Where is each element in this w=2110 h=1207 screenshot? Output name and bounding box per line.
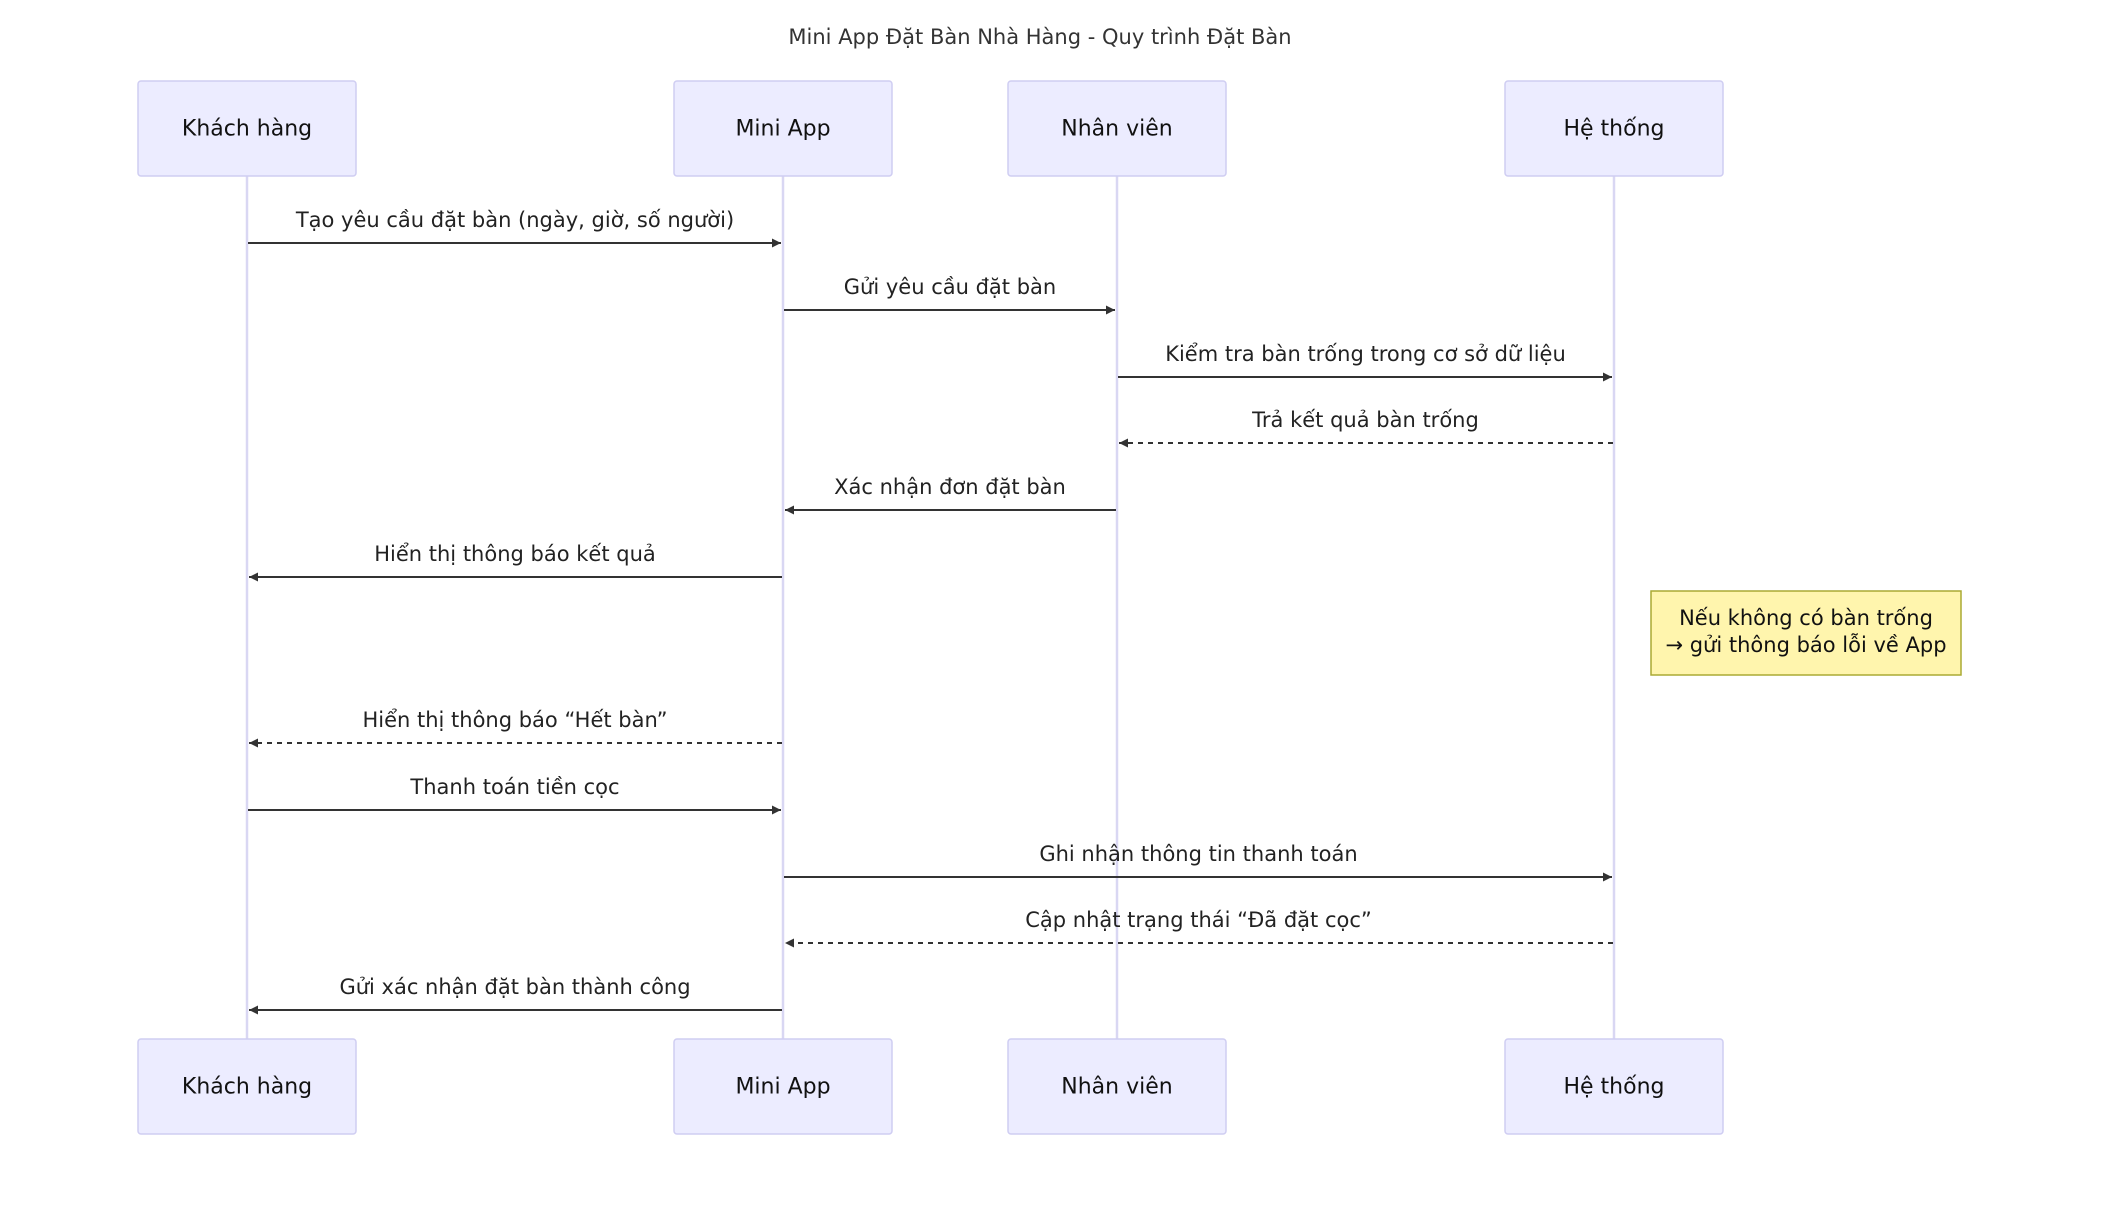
participant-label: Mini App (735, 117, 830, 142)
participant-box (137, 1038, 357, 1135)
participant-app-top: Mini App (673, 80, 893, 177)
message-label: Tạo yêu cầu đặt bàn (ngày, giờ, số người… (295, 208, 734, 232)
message-1: Tạo yêu cầu đặt bàn (ngày, giờ, số người… (248, 208, 781, 248)
participant-kh-top: Khách hàng (137, 80, 357, 177)
message-6: Hiển thị thông báo kết quả (249, 542, 782, 582)
message-11: Cập nhật trạng thái “Đã đặt cọc” (785, 908, 1613, 948)
note: Nếu không có bàn trống→ gửi thông báo lỗ… (1650, 590, 1962, 676)
message-4: Trả kết quả bàn trống (1119, 408, 1613, 448)
message-12: Gửi xác nhận đặt bàn thành công (249, 975, 782, 1015)
message-label: Cập nhật trạng thái “Đã đặt cọc” (1025, 908, 1372, 932)
participant-label: Hệ thống (1563, 1075, 1664, 1100)
message-label: Hiển thị thông báo kết quả (374, 542, 656, 566)
note-line: Nếu không có bàn trống (1679, 606, 1933, 630)
participant-label: Khách hàng (182, 117, 312, 142)
note-box (1650, 590, 1962, 676)
participant-box (137, 80, 357, 177)
participant-nv-bottom: Nhân viên (1007, 1038, 1227, 1135)
participant-ht-bottom: Hệ thống (1504, 1038, 1724, 1135)
note-line: → gửi thông báo lỗi về App (1665, 632, 1946, 657)
message-5: Xác nhận đơn đặt bàn (785, 475, 1116, 515)
participant-ht-top: Hệ thống (1504, 80, 1724, 177)
participant-box (673, 1038, 893, 1135)
message-10: Ghi nhận thông tin thanh toán (784, 842, 1612, 882)
participant-label: Nhân viên (1061, 117, 1172, 142)
message-label: Hiển thị thông báo “Hết bàn” (362, 708, 667, 732)
message-label: Gửi yêu cầu đặt bàn (844, 275, 1056, 299)
participant-label: Mini App (735, 1075, 830, 1100)
lifelines (245, 176, 1616, 1039)
participant-label: Hệ thống (1563, 117, 1664, 142)
participant-box (1007, 80, 1227, 177)
participant-box (1504, 80, 1724, 177)
participant-label: Khách hàng (182, 1075, 312, 1100)
message-label: Trả kết quả bàn trống (1251, 408, 1479, 432)
participant-box (1007, 1038, 1227, 1135)
participant-app-bottom: Mini App (673, 1038, 893, 1135)
participant-box (1504, 1038, 1724, 1135)
diagram-title: Mini App Đặt Bàn Nhà Hàng - Quy trình Đặ… (788, 25, 1291, 49)
message-9: Thanh toán tiền cọc (248, 775, 781, 815)
participant-kh-bottom: Khách hàng (137, 1038, 357, 1135)
message-label: Kiểm tra bàn trống trong cơ sở dữ liệu (1165, 342, 1566, 366)
message-label: Ghi nhận thông tin thanh toán (1039, 842, 1357, 866)
participant-box (673, 80, 893, 177)
message-label: Gửi xác nhận đặt bàn thành công (339, 975, 690, 999)
message-2: Gửi yêu cầu đặt bàn (784, 275, 1115, 315)
message-label: Thanh toán tiền cọc (409, 775, 619, 799)
notes: Nếu không có bàn trống→ gửi thông báo lỗ… (1650, 590, 1962, 676)
messages: Tạo yêu cầu đặt bàn (ngày, giờ, số người… (248, 208, 1613, 1015)
participant-label: Nhân viên (1061, 1075, 1172, 1100)
participant-nv-top: Nhân viên (1007, 80, 1227, 177)
message-8: Hiển thị thông báo “Hết bàn” (249, 708, 782, 748)
message-3: Kiểm tra bàn trống trong cơ sở dữ liệu (1118, 342, 1612, 382)
message-label: Xác nhận đơn đặt bàn (834, 475, 1066, 499)
